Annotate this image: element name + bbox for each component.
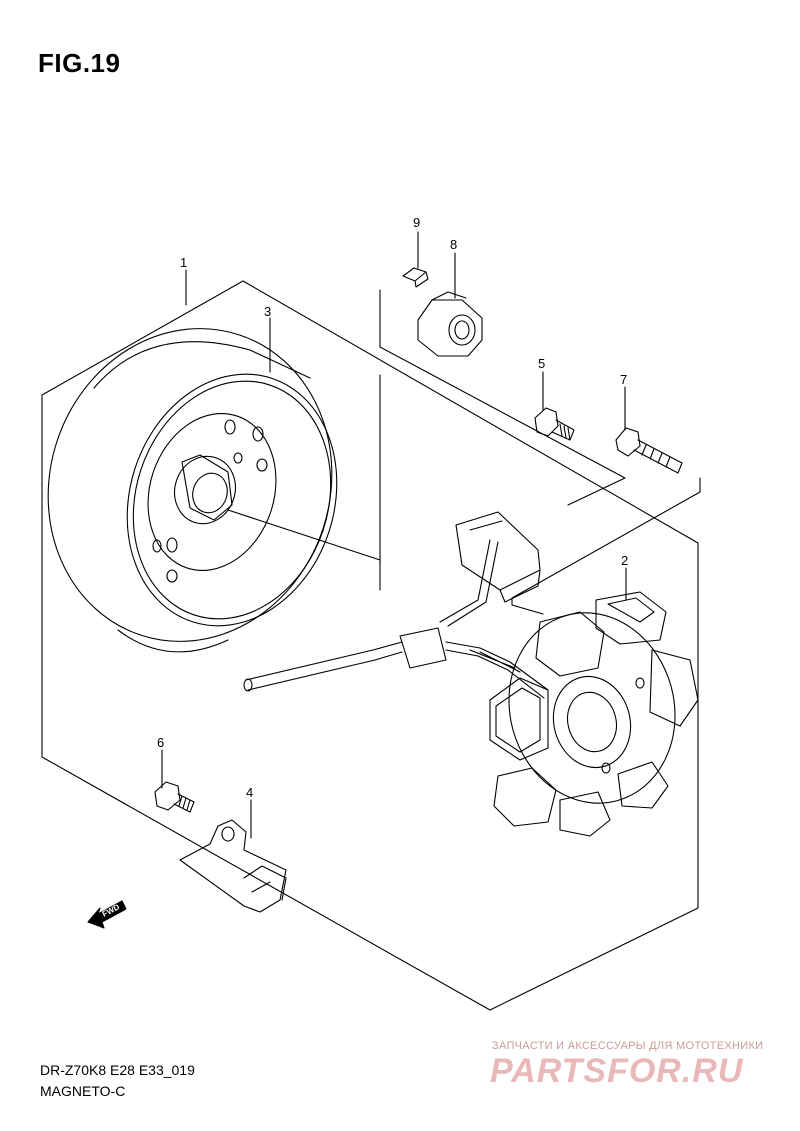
stator-group-outline [379,289,626,506]
stator-part-2 [243,511,699,837]
figure-title: FIG.19 [38,48,121,78]
leader-lines [161,231,627,839]
callout-2: 2 [621,553,628,568]
bolt-part-7 [615,427,683,474]
callout-9: 9 [413,215,420,230]
bolt-group-outline [511,477,701,615]
section-name: MAGNETO-C [40,1083,126,1099]
callout-7: 7 [620,372,627,387]
callout-5: 5 [538,356,545,371]
callout-8: 8 [450,237,457,252]
forward-arrow-icon: FWD [87,900,127,929]
model-code: DR-Z70K8 E28 E33_019 [40,1062,195,1078]
callout-1: 1 [180,255,187,270]
callout-3: 3 [264,304,271,319]
bolt-part-6 [154,781,195,813]
watermark-tagline: ЗАПЧАСТИ И АКСЕССУАРЫ ДЛЯ МОТОТЕХНИКИ [492,1040,764,1052]
clamp-part-4 [179,819,287,913]
assembly-outline [41,280,699,1011]
callout-6: 6 [157,735,164,750]
callout-4: 4 [246,785,253,800]
key-part-9 [402,267,429,288]
watermark-logo: PARTSFOR.RU [490,1052,744,1090]
bolt-part-5 [534,407,575,441]
nut-part-8 [417,291,483,357]
rotor-flywheel [47,328,381,653]
